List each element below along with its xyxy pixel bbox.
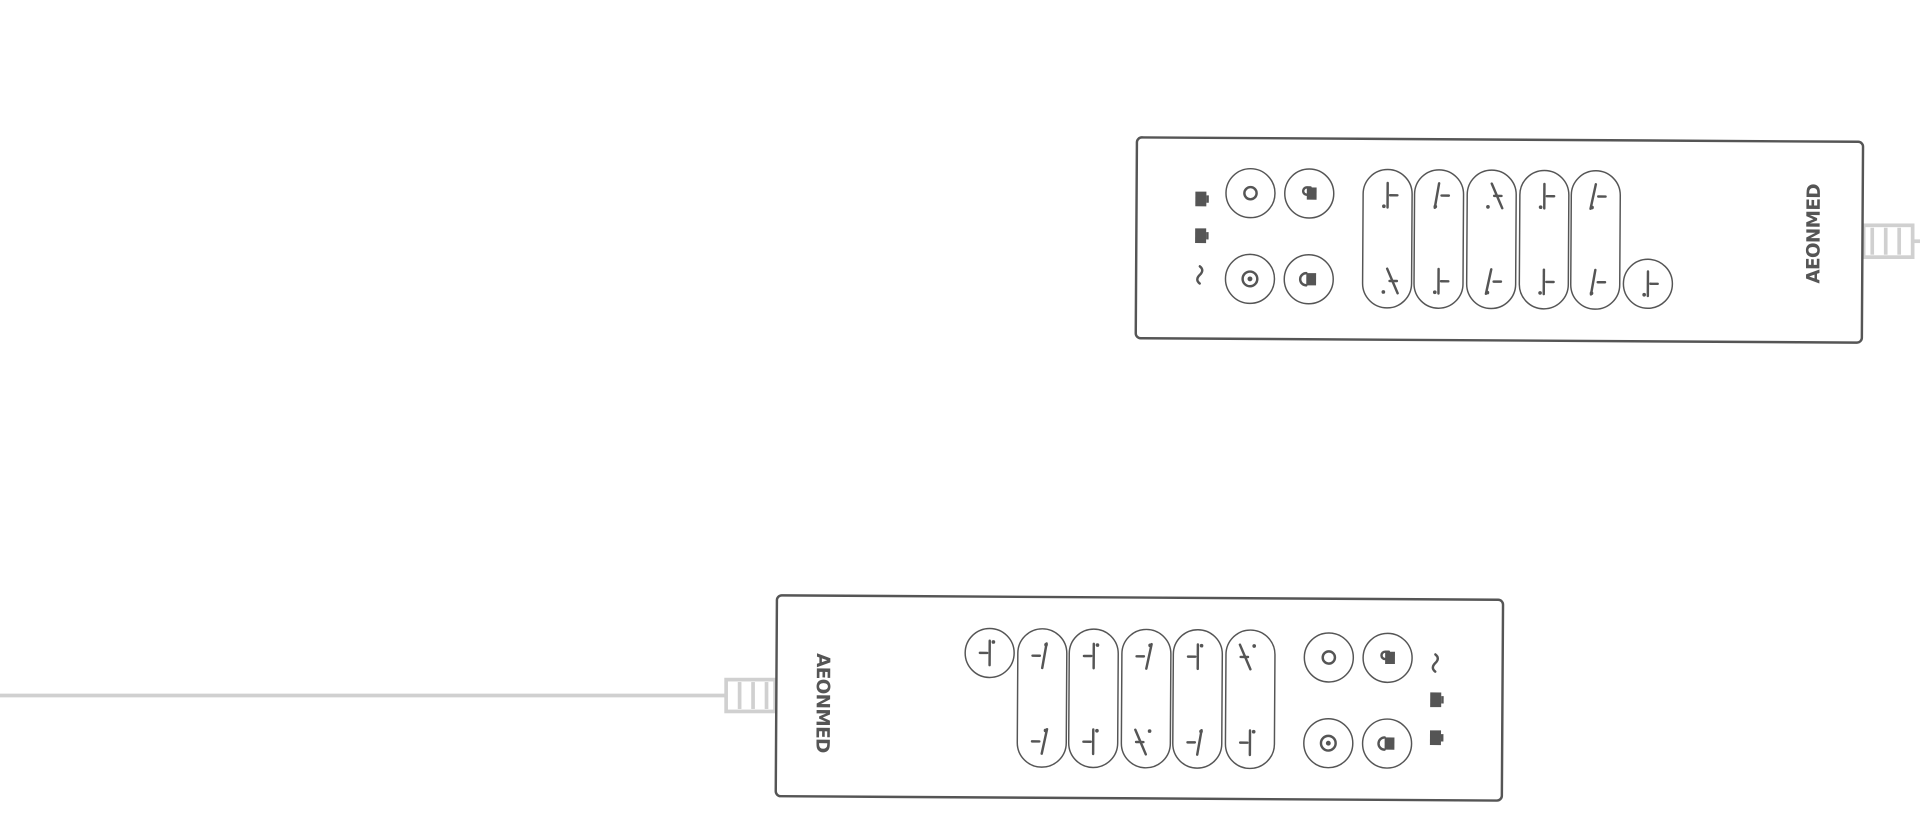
position-pill-button[interactable] <box>1172 629 1224 769</box>
target-dot-button[interactable] <box>1224 253 1276 305</box>
wave-icon <box>1431 653 1440 673</box>
bed-position-icon <box>1031 642 1048 670</box>
position-pill-button[interactable] <box>1465 169 1517 310</box>
battery-icon <box>1430 692 1444 708</box>
lock-open-button[interactable] <box>1362 632 1413 684</box>
target-dot-icon <box>1241 270 1259 288</box>
brand-logo: AEONMED <box>811 653 833 753</box>
bed-position-icon <box>1538 268 1555 296</box>
lock-icon <box>1377 736 1395 751</box>
bed-position-icon <box>1484 268 1503 296</box>
target-dot-icon <box>1319 734 1337 752</box>
bed-position-icon <box>1030 728 1049 755</box>
bed-position-icon <box>1381 267 1399 295</box>
bed-position-icon <box>1134 728 1152 756</box>
position-pill-button[interactable] <box>1067 628 1119 769</box>
target-ring-button[interactable] <box>1303 632 1355 683</box>
bed-position-icon <box>1186 643 1204 671</box>
bed-position-icon <box>1589 183 1607 210</box>
bed-position-icon <box>1432 267 1450 295</box>
lock-icon <box>1298 271 1317 287</box>
remote-top: AEONMED <box>1134 136 1865 344</box>
bed-position-icon <box>1082 728 1099 756</box>
bed-position-icon <box>1486 182 1504 210</box>
connector-bottom <box>724 677 777 714</box>
position-pill-button[interactable] <box>1570 170 1622 310</box>
bed-position-icon <box>1538 182 1556 210</box>
target-dot-button[interactable] <box>1303 717 1354 769</box>
position-pill-button[interactable] <box>1518 169 1570 310</box>
target-ring-button[interactable] <box>1225 167 1276 219</box>
bed-position-icon <box>1135 642 1153 670</box>
battery-icon <box>1429 730 1444 746</box>
bed-position-icon <box>1082 642 1100 670</box>
bed-position-icon <box>1642 270 1659 298</box>
brand-logo: AEONMED <box>1803 184 1825 284</box>
target-ring-icon <box>1321 650 1337 665</box>
remote-bottom: AEONMED <box>774 594 1505 802</box>
bed-position-icon <box>978 639 996 667</box>
position-pill-button[interactable] <box>1016 628 1068 768</box>
target-ring-icon <box>1243 185 1258 201</box>
lock-open-icon <box>1380 650 1395 665</box>
position-pill-button[interactable] <box>1120 628 1172 769</box>
lock-button[interactable] <box>1283 254 1334 305</box>
bed-position-icon <box>1433 182 1451 209</box>
bed-position-icon <box>1238 643 1257 671</box>
bed-position-icon <box>1186 728 1203 756</box>
connector-top <box>1861 223 1920 259</box>
lock-open-button[interactable] <box>1284 168 1335 219</box>
position-round-button[interactable] <box>964 627 1015 679</box>
position-pill-button[interactable] <box>1413 169 1465 309</box>
lock-button[interactable] <box>1361 718 1413 769</box>
bed-position-icon <box>1238 729 1256 757</box>
position-pill-button[interactable] <box>1224 629 1276 770</box>
battery-icon <box>1195 228 1209 244</box>
position-round-button[interactable] <box>1622 258 1674 309</box>
wave-icon <box>1196 265 1204 285</box>
lock-open-icon <box>1301 186 1317 200</box>
bed-position-icon <box>1589 268 1607 296</box>
bed-position-icon <box>1382 181 1399 209</box>
battery-icon <box>1195 191 1209 207</box>
position-pill-button[interactable] <box>1361 168 1413 309</box>
